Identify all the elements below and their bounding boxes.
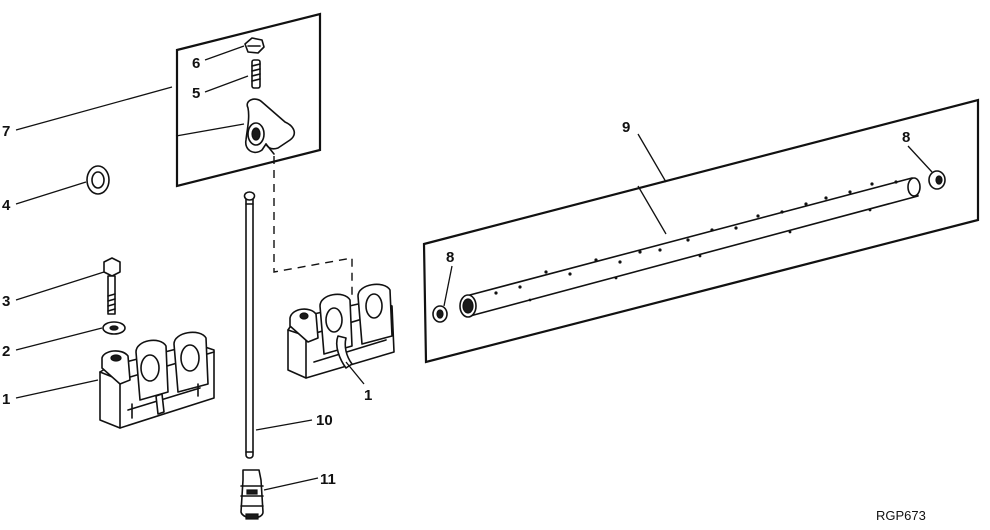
callout-1-left: 1 bbox=[2, 391, 10, 408]
cam-follower bbox=[240, 469, 264, 520]
adjusting-screw bbox=[251, 59, 261, 89]
callout-8-left: 8 bbox=[446, 249, 454, 266]
callout-7: 7 bbox=[2, 123, 10, 140]
shaft-plug-right bbox=[928, 170, 946, 190]
callout-2: 2 bbox=[2, 343, 10, 360]
callout-11: 11 bbox=[320, 471, 336, 488]
callout-labels: 6 5 7 4 3 2 1 1 10 11 8 8 9 bbox=[2, 55, 910, 488]
callout-9: 9 bbox=[622, 119, 630, 136]
callout-4: 4 bbox=[2, 197, 11, 214]
leader-lines bbox=[15, 45, 933, 491]
figure-code: RGP673 bbox=[876, 508, 926, 523]
rocker-shaft-support-right bbox=[287, 283, 395, 379]
rocker-shaft-panel bbox=[422, 98, 980, 364]
flat-washer bbox=[102, 321, 126, 335]
callout-10: 10 bbox=[316, 412, 333, 429]
alignment-dashed-line bbox=[273, 156, 353, 298]
thrust-washer bbox=[86, 165, 110, 195]
rocker-shaft-support-left bbox=[99, 331, 215, 429]
shaft-plug-left bbox=[432, 305, 448, 323]
rocker-arm bbox=[244, 98, 296, 155]
cap-screw bbox=[103, 257, 121, 315]
rocker-shaft bbox=[459, 177, 921, 318]
callout-3: 3 bbox=[2, 293, 10, 310]
callout-1-right: 1 bbox=[364, 387, 372, 404]
push-rod bbox=[243, 191, 256, 459]
callout-8-right: 8 bbox=[902, 129, 910, 146]
callout-5: 5 bbox=[192, 85, 200, 102]
adjusting-nut bbox=[244, 37, 265, 54]
rocker-arm-panel bbox=[175, 12, 322, 188]
callout-6: 6 bbox=[192, 55, 200, 72]
